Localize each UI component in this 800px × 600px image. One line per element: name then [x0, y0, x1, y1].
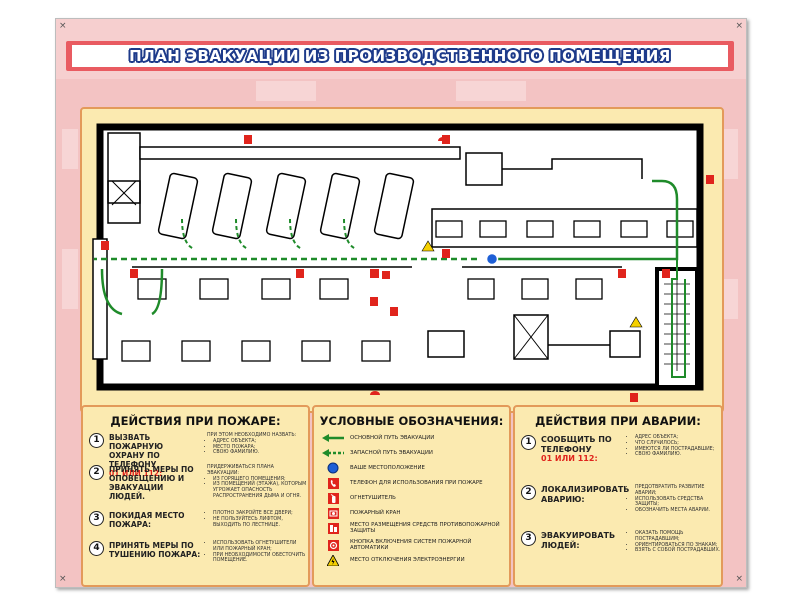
extinguisher-icon: [322, 492, 344, 504]
legend-item: МЕСТО ОТКЛЮЧЕНИЯ ЭЛЕКТРОЭНЕРГИИ: [322, 553, 507, 567]
fire-step-3: 3 ПОКИДАЯ МЕСТО ПОЖАРА: ПЛОТНО ЗАКРОЙТЕ …: [89, 511, 304, 535]
legend-item: ОСНОВНОЙ ПУТЬ ЭВАКУАЦИИ: [322, 431, 507, 445]
legend-item: КНОПКА ВКЛЮЧЕНИЯ СИСТЕМ ПОЖАРНОЙ АВТОМАТ…: [322, 538, 507, 552]
step-action: ПРИНЯТЬ МЕРЫ ПО ОПОВЕЩЕНИЮ И ЭВАКУАЦИИ Л…: [109, 465, 194, 501]
fire-actions-panel: ДЕЙСТВИЯ ПРИ ПОЖАРЕ: 1 ВЫЗВАТЬ ПОЖАРНУЮ …: [81, 405, 310, 587]
legend-title: УСЛОВНЫЕ ОБОЗНАЧЕНИЯ:: [319, 414, 504, 428]
step-details: ПРИДЕРЖИВАТЬСЯ ПЛАНА ЭВАКУАЦИИ:ИЗ ГОРЯЩЕ…: [207, 465, 307, 500]
accident-step-2: 2 ЛОКАЛИЗИРОВАТЬ АВАРИЮ: ПРЕДОТВРАТИТЬ Р…: [521, 485, 736, 513]
fire-equipment-icon: [322, 522, 344, 534]
you-are-here-marker: [485, 252, 499, 266]
legend-item: МЕСТО РАЗМЕЩЕНИЯ СРЕДСТВ ПРОТИВОПОЖАРНОЙ…: [322, 521, 507, 535]
phone-icon: [322, 477, 344, 489]
you-are-here-icon: [322, 462, 344, 474]
page-title: ПЛАН ЭВАКУАЦИИ ИЗ ПРОИЗВОДСТВЕННОГО ПОМЕ…: [129, 47, 671, 65]
step-action: ЭВАКУИРОВАТЬ ЛЮДЕЙ:: [541, 531, 616, 550]
title-plate: ПЛАН ЭВАКУАЦИИ ИЗ ПРОИЗВОДСТВЕННОГО ПОМЕ…: [72, 45, 728, 67]
step-action: ПОКИДАЯ МЕСТО ПОЖАРА:: [109, 511, 185, 529]
step-details: ПЛОТНО ЗАКРОЙТЕ ВСЕ ДВЕРИ;НЕ ПОЛЬЗУЙТЕСЬ…: [207, 511, 307, 528]
fire-signs: [101, 135, 714, 402]
screw-icon: ×: [735, 21, 743, 31]
step-details: ПРИ ЭТОМ НЕОБХОДИМО НАЗВАТЬ:АДРЕС ОБЪЕКТ…: [207, 433, 307, 456]
vehicles: [157, 172, 415, 240]
screw-icon: ×: [59, 21, 67, 31]
step-number: 4: [89, 541, 104, 556]
workstations: [121, 278, 603, 362]
legend-item: ВАШЕ МЕСТОПОЛОЖЕНИЕ: [322, 461, 507, 475]
main-route: [492, 179, 679, 261]
emergency-phone: 01 ИЛИ 112:: [109, 469, 163, 478]
screw-icon: ×: [735, 574, 743, 584]
evacuation-board: × × × × ПЛАН ЭВАКУАЦИИ ИЗ ПРОИЗВОДСТВЕНН…: [55, 18, 747, 588]
step-action: ЛОКАЛИЗИРОВАТЬ АВАРИЮ:: [541, 485, 630, 504]
fire-hydrant-icon: [322, 507, 344, 519]
accident-step-3: 3 ЭВАКУИРОВАТЬ ЛЮДЕЙ: ОКАЗАТЬ ПОМОЩЬ ПОС…: [521, 531, 736, 555]
fire-step-2: 2 ПРИНЯТЬ МЕРЫ ПО ОПОВЕЩЕНИЮ И ЭВАКУАЦИИ…: [89, 465, 306, 501]
floor-plan: [80, 107, 724, 413]
step-action: ПРИНЯТЬ МЕРЫ ПО ТУШЕНИЮ ПОЖАРА:: [109, 541, 201, 559]
step-number: 3: [521, 531, 536, 546]
title-bar: ПЛАН ЭВАКУАЦИИ ИЗ ПРОИЗВОДСТВЕННОГО ПОМЕ…: [66, 41, 734, 71]
fire-step-4: 4 ПРИНЯТЬ МЕРЫ ПО ТУШЕНИЮ ПОЖАРА: ИСПОЛЬ…: [89, 541, 307, 565]
step-number: 3: [89, 511, 104, 526]
step-details: АДРЕС ОБЪЕКТА;ЧТО СЛУЧИЛОСЬ;ИМЕЮТСЯ ЛИ П…: [629, 435, 724, 458]
backup-route-arrow-icon: [322, 447, 344, 459]
legend-item: ТЕЛЕФОН ДЛЯ ИСПОЛЬЗОВАНИЯ ПРИ ПОЖАРЕ: [322, 476, 507, 490]
accident-panel-title: ДЕЙСТВИЯ ПРИ АВАРИИ:: [535, 414, 701, 428]
step-details: ИСПОЛЬЗОВАТЬ ОГНЕТУШИТЕЛИ ИЛИ ПОЖАРНЫЙ К…: [207, 541, 307, 564]
alarm-button-icon: [322, 539, 344, 551]
exit-left: [92, 238, 108, 360]
floor-plan-drawing: [92, 123, 714, 402]
legend-item: ЗАПАСНОЙ ПУТЬ ЭВАКУАЦИИ: [322, 446, 507, 460]
screw-icon: ×: [59, 574, 67, 584]
legend-item: ПОЖАРНЫЙ КРАН: [322, 506, 507, 520]
legend-panel: УСЛОВНЫЕ ОБОЗНАЧЕНИЯ: ОСНОВНОЙ ПУТЬ ЭВАК…: [312, 405, 511, 587]
emergency-phone: 01 ИЛИ 112:: [541, 454, 598, 463]
step-number: 1: [89, 433, 104, 448]
legend-item: ОГНЕТУШИТЕЛЬ: [322, 491, 507, 505]
main-route-arrow-icon: [322, 432, 344, 444]
step-number: 1: [521, 435, 536, 450]
accident-actions-panel: ДЕЙСТВИЯ ПРИ АВАРИИ: 1 СООБЩИТЬ ПО ТЕЛЕФ…: [513, 405, 723, 587]
power-off-icon: [322, 554, 344, 566]
step-number: 2: [521, 485, 536, 500]
step-details: ОКАЗАТЬ ПОМОЩЬ ПОСТРАДАВШИМ;ОРИЕНТИРОВАТ…: [629, 531, 724, 554]
step-number: 2: [89, 465, 104, 480]
step-details: ПРЕДОТВРАТИТЬ РАЗВИТИЕ АВАРИИ;ИСПОЛЬЗОВА…: [629, 485, 724, 514]
fire-panel-title: ДЕЙСТВИЯ ПРИ ПОЖАРЕ:: [110, 414, 281, 428]
